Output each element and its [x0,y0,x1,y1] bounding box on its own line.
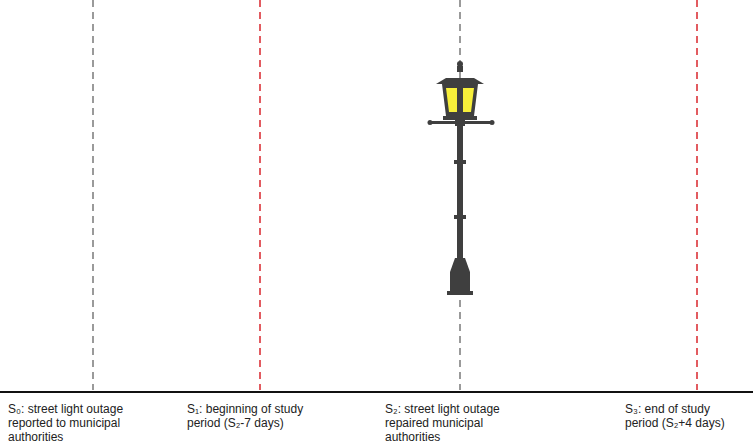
period-marker-line [259,0,261,390]
timeline-label: S₀: street light outage reported to muni… [8,402,143,444]
timeline-label: S₃: end of study period (S₂+4 days) [625,402,743,430]
street-lamp [428,61,495,295]
event-marker-line [92,0,94,390]
period-marker-line [696,0,698,390]
timeline-label: S₂: street light outage repaired municip… [385,402,520,444]
time-axis [0,391,753,393]
timeline-label: S₁: beginning of study period (S₂-7 days… [187,402,322,430]
